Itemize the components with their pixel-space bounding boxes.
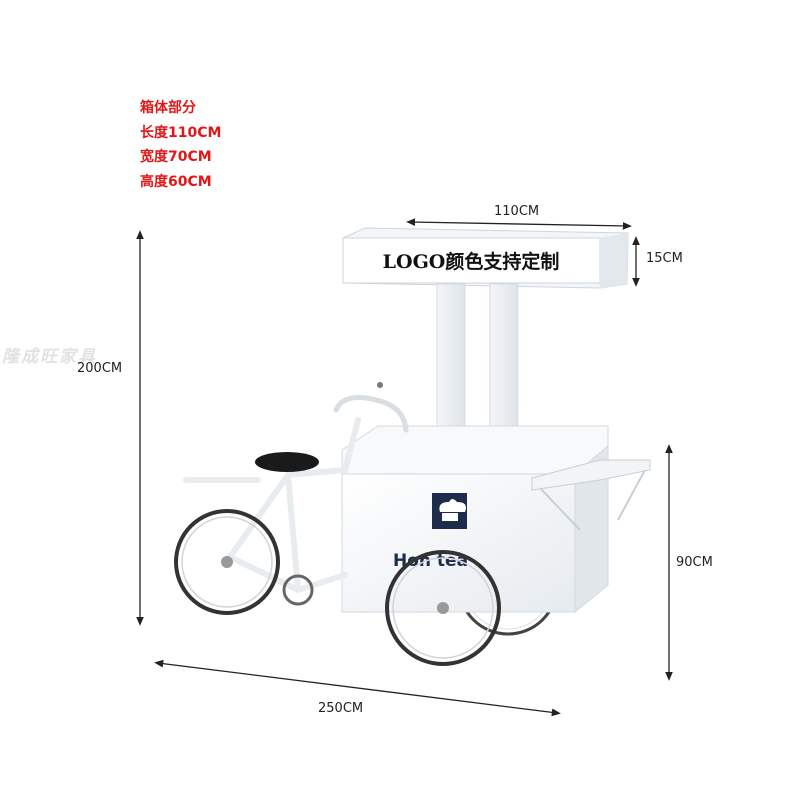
- watermark: 隆成旺家具: [2, 347, 97, 367]
- box-specs: 箱体部分 长度110CM 宽度70CM 高度60CM: [140, 96, 221, 194]
- bicycle-seat: [255, 452, 319, 472]
- label-total-length: 250CM: [318, 701, 363, 716]
- sign-width-line: [406, 218, 632, 230]
- front-wheel: [385, 550, 501, 666]
- handlebar: [333, 395, 409, 433]
- label-total-height: 200CM: [77, 361, 122, 376]
- label-cart-height: 90CM: [676, 555, 713, 570]
- signboard: LOGO颜色支持定制: [342, 227, 629, 289]
- total-length-line: [154, 659, 561, 717]
- spec-height: 高度60CM: [140, 173, 212, 190]
- spec-width: 宽度70CM: [140, 149, 212, 165]
- spec-length: 长度110CM: [140, 124, 222, 141]
- sign-logo-text: LOGO颜色支持定制: [383, 250, 560, 273]
- label-sign-width: 110CM: [494, 204, 539, 219]
- spec-title: 箱体部分: [140, 100, 196, 116]
- label-sign-height: 15CM: [646, 251, 683, 266]
- brand-text: Hon tea: [393, 551, 468, 571]
- sign-pole-right: [489, 283, 519, 445]
- bicycle-rear-wheel: [174, 509, 280, 615]
- dimension-lines: [136, 218, 673, 717]
- crank: [282, 574, 314, 606]
- brand-logo-badge: [432, 493, 467, 529]
- cart-box: [341, 425, 651, 614]
